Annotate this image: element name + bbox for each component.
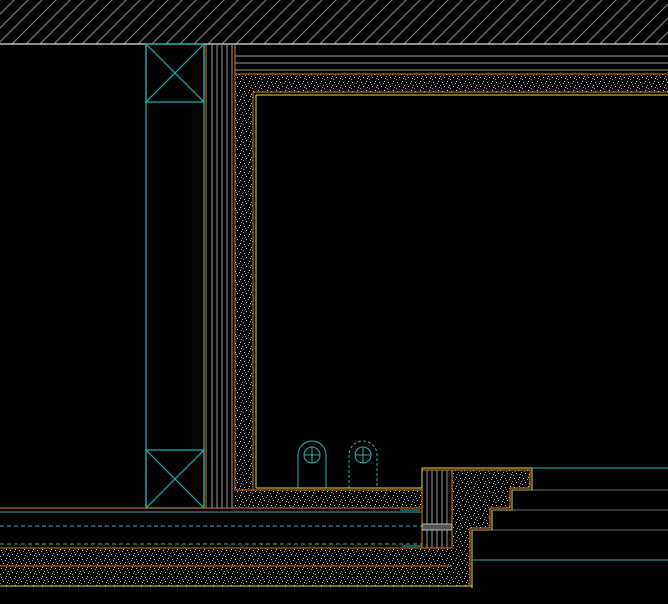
top-hatched-slab bbox=[0, 0, 668, 45]
step-joint bbox=[421, 467, 453, 549]
column-left bbox=[145, 43, 205, 509]
ceiling-layers bbox=[235, 55, 668, 96]
pipe-fitting-right bbox=[348, 440, 378, 488]
inner-wall bbox=[235, 92, 257, 490]
pipe-fitting-left bbox=[297, 440, 327, 488]
stair-steps bbox=[452, 467, 668, 588]
room-floor bbox=[235, 487, 422, 508]
floor-slab bbox=[0, 507, 472, 587]
wall-layers bbox=[205, 44, 236, 508]
